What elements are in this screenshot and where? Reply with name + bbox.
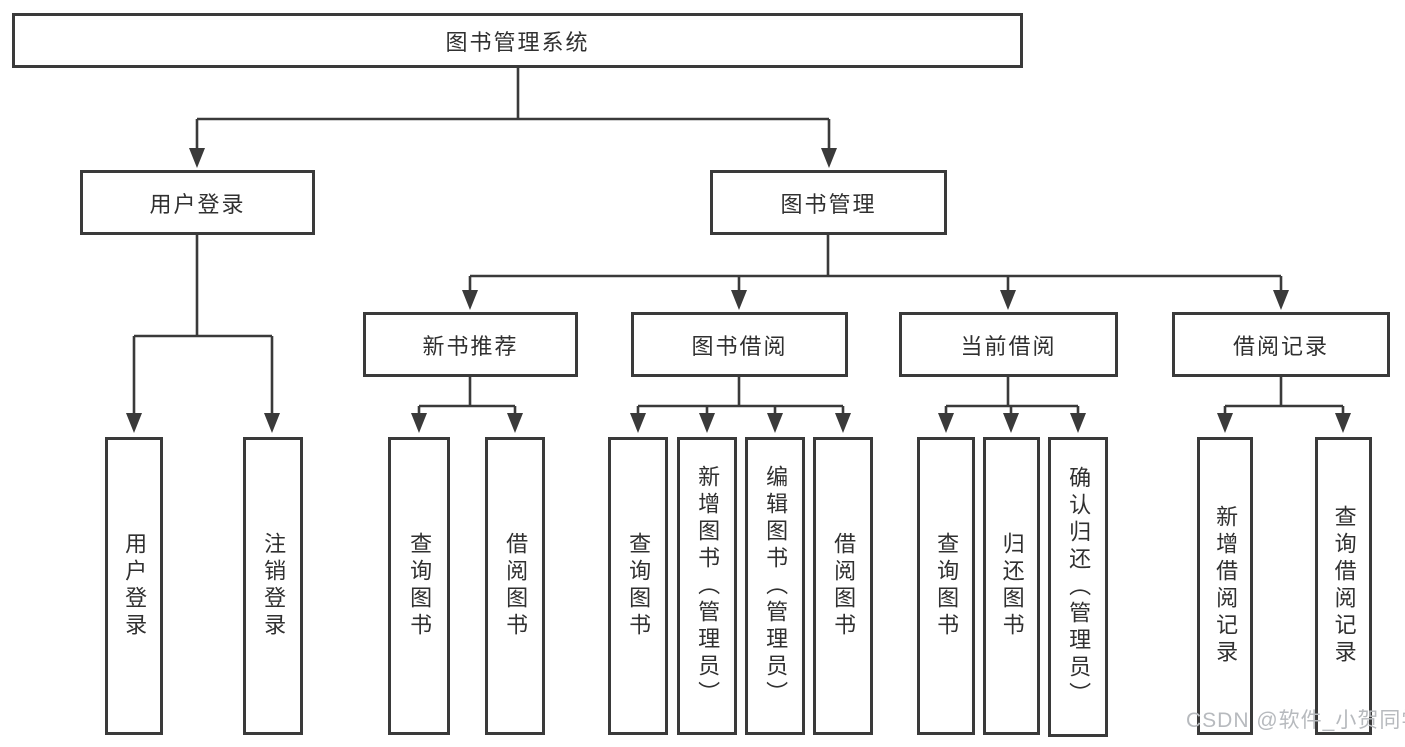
leaf-query-borrow-record: 查询借阅记录 — [1315, 437, 1372, 735]
node-label: 借阅图书 — [831, 532, 857, 640]
node-label: 新增借阅记录 — [1213, 505, 1239, 667]
leaf-return-books: 归还图书 — [983, 437, 1040, 735]
node-library-management-system: 图书管理系统 — [12, 13, 1023, 68]
node-new-book-recommend: 新书推荐 — [363, 312, 578, 377]
node-book-management: 图书管理 — [710, 170, 947, 235]
leaf-query-books-current: 查询图书 — [917, 437, 975, 735]
watermark: CSDN @软件_小贺同学 — [1186, 709, 1405, 732]
node-user-login: 用户登录 — [80, 170, 315, 235]
node-label: 图书借阅 — [691, 333, 788, 359]
leaf-logout: 注销登录 — [243, 437, 303, 735]
leaf-confirm-return-admin: 确认归还（管理员） — [1048, 437, 1108, 737]
node-label: 查询图书 — [626, 532, 652, 640]
node-label: 新书推荐 — [422, 333, 519, 359]
connector-current-borrow-children — [938, 377, 1086, 433]
leaf-borrow-books: 借阅图书 — [813, 437, 873, 735]
node-label: 当前借阅 — [960, 333, 1057, 359]
node-label: 确认归还（管理员） — [1066, 465, 1092, 709]
node-current-borrow: 当前借阅 — [899, 312, 1118, 377]
leaf-edit-book-admin: 编辑图书（管理员） — [745, 437, 805, 735]
leaf-query-books-borrow: 查询图书 — [608, 437, 668, 735]
leaf-user-login: 用户登录 — [105, 437, 163, 735]
connector-book-management-children — [462, 235, 1289, 310]
node-label: 借阅图书 — [503, 532, 529, 640]
node-label: 归还图书 — [999, 532, 1025, 640]
node-label: 查询借阅记录 — [1331, 505, 1357, 667]
leaf-add-borrow-record: 新增借阅记录 — [1197, 437, 1253, 735]
node-book-borrow: 图书借阅 — [631, 312, 848, 377]
leaf-add-book-admin: 新增图书（管理员） — [677, 437, 737, 735]
leaf-borrow-books-recommend: 借阅图书 — [485, 437, 545, 735]
connector-borrow-records-children — [1217, 377, 1351, 433]
node-borrow-records: 借阅记录 — [1172, 312, 1390, 377]
connector-user-login-children — [126, 235, 280, 433]
node-label: 用户登录 — [149, 191, 246, 217]
node-label: 注销登录 — [261, 532, 287, 640]
node-label: 查询图书 — [407, 532, 433, 640]
connector-root-to-level2 — [189, 68, 837, 168]
connector-book-borrow-children — [630, 377, 851, 433]
node-label: 查询图书 — [934, 532, 960, 640]
node-label: 编辑图书（管理员） — [763, 464, 789, 708]
leaf-query-books-recommend: 查询图书 — [388, 437, 450, 735]
node-label: 新增图书（管理员） — [695, 464, 721, 708]
node-label: 借阅记录 — [1232, 333, 1329, 359]
connector-new-book-children — [411, 377, 523, 433]
node-label: 图书管理系统 — [445, 29, 590, 55]
node-label: 图书管理 — [780, 191, 877, 217]
node-label: 用户登录 — [122, 532, 148, 640]
